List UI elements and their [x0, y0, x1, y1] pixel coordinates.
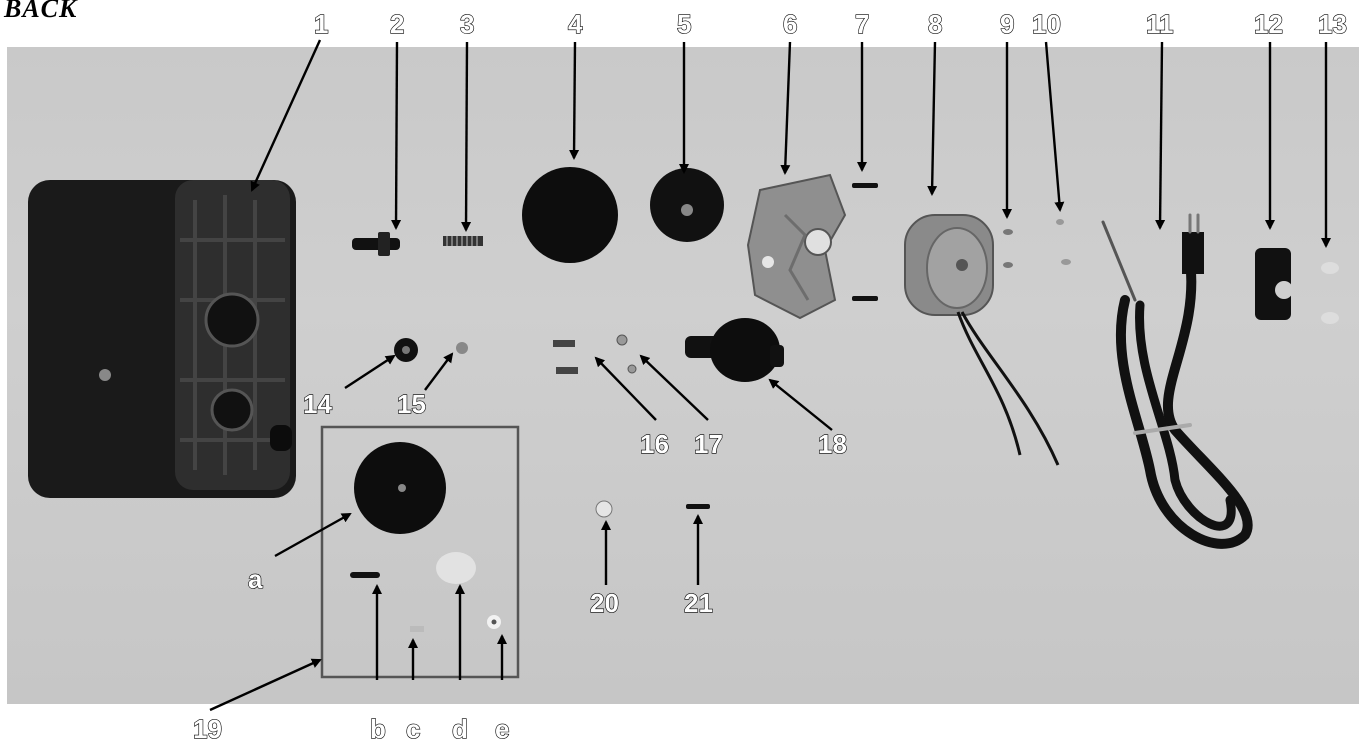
callout-18: 18 [818, 429, 847, 459]
callout-a: a [248, 564, 263, 594]
part-springs-16 [553, 340, 578, 374]
kit-19-box [320, 425, 520, 679]
callout-9: 9 [1000, 9, 1014, 39]
callout-8: 8 [928, 9, 942, 39]
part-shaft [352, 232, 400, 256]
part-19d-cap [436, 552, 476, 584]
callout-14: 14 [303, 389, 332, 419]
part-motor [904, 214, 1060, 466]
part-washer-20 [595, 500, 613, 518]
part-washers-17 [616, 334, 637, 374]
part-19b-screw [350, 572, 380, 578]
callout-d: d [452, 714, 468, 744]
callout-5: 5 [677, 9, 691, 39]
part-screw-21 [686, 504, 710, 509]
callout-16: 16 [640, 429, 669, 459]
part-19e-washer [487, 615, 501, 629]
part-nuts-9 [1003, 229, 1013, 268]
part-spring [443, 236, 483, 246]
part-metal-plate [746, 173, 847, 320]
part-gear-disc [650, 168, 724, 242]
callout-c: c [406, 714, 420, 744]
part-clamp [1255, 248, 1293, 320]
callout-11: 11 [1146, 9, 1174, 39]
part-screws [852, 183, 878, 301]
part-nuts-10 [1056, 219, 1071, 265]
callout-3: 3 [460, 9, 474, 39]
callout-1: 1 [314, 9, 328, 39]
callout-4: 4 [568, 9, 583, 39]
callout-e: e [495, 714, 509, 744]
part-knob [685, 318, 784, 382]
part-large-disc [522, 167, 618, 263]
callout-6: 6 [783, 9, 797, 39]
part-19a-disc [354, 442, 446, 534]
callout-12: 12 [1254, 9, 1283, 39]
heading-back: BACK [4, 0, 78, 23]
callout-10: 10 [1032, 9, 1061, 39]
callout-15: 15 [397, 389, 426, 419]
part-small-pieces [1321, 262, 1339, 324]
part-bead [456, 342, 468, 354]
callout-7: 7 [855, 9, 869, 39]
part-power-cord [1101, 213, 1253, 549]
callout-2: 2 [390, 9, 404, 39]
part-grommet [394, 338, 418, 362]
part-19c-piece [410, 626, 424, 632]
callout-arrows [209, 39, 1331, 712]
callout-20: 20 [590, 588, 619, 618]
callout-b: b [370, 714, 386, 744]
callout-21: 21 [684, 588, 713, 618]
callout-19: 19 [193, 714, 222, 744]
callout-13: 13 [1318, 9, 1347, 39]
part-base-housing [28, 180, 296, 498]
callout-17: 17 [694, 429, 723, 459]
